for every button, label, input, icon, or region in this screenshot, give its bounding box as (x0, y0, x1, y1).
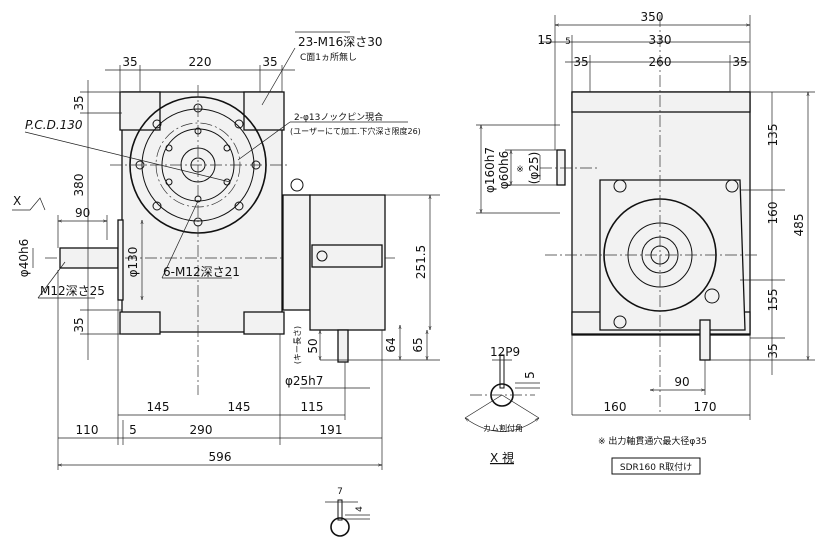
front-dimension-labels: 35 220 35 35 380 35 90 φ40h6 M12深さ25 φ13… (13, 35, 428, 464)
model-label: SDR160 R取付け (620, 462, 692, 473)
front-view: 35 220 35 35 380 35 90 φ40h6 M12深さ25 φ13… (12, 31, 440, 470)
dim-label: 220 (189, 55, 212, 69)
annotation: 6-M12深さ21 (163, 265, 240, 279)
dim-label: (φ25) (527, 152, 541, 185)
dim-label: 35 (72, 317, 86, 332)
side-dimension-labels: 350 15 5 330 35 260 35 135 160 155 35 48… (483, 10, 806, 414)
dim-label: 330 (649, 33, 672, 47)
dim-label: 4 (355, 506, 365, 512)
shaft-keyway-detail: 7 4 (325, 487, 370, 537)
dim-label: 35 (573, 55, 588, 69)
dim-label: 110 (76, 423, 99, 437)
dim-label: 35 (766, 343, 780, 358)
dim-label: 145 (228, 400, 251, 414)
dim-label: 35 (72, 95, 86, 110)
dim-label: 145 (147, 400, 170, 414)
dim-label: 160 (766, 202, 780, 225)
mount-pad-top-right (243, 91, 285, 131)
input-shaft (59, 247, 119, 269)
mount-pad-bottom-right (243, 311, 285, 335)
dim-label: φ25h7 (285, 374, 323, 388)
dim-label: 290 (190, 423, 213, 437)
dim-label: 596 (209, 450, 232, 464)
dim-label: 35 (262, 55, 277, 69)
reducer-adapter (282, 194, 311, 311)
mount-pad-bottom-left (119, 311, 161, 335)
dim-label: 15 (537, 33, 552, 47)
title-box: SDR160 R取付け (611, 457, 701, 475)
view-caption: X 視 (490, 450, 514, 465)
mount-pad-top-left (119, 91, 161, 131)
annotation: C面1ヵ所無し (300, 51, 357, 63)
annotation: (ユーザーにて加工.下穴深さ限度26) (290, 126, 421, 136)
dim-label: 5 (523, 371, 537, 379)
dim-label: 35 (122, 55, 137, 69)
note-text: ※ 出力軸貫通穴最大径φ35 (598, 435, 707, 447)
dim-label: φ130 (126, 247, 140, 278)
dim-label: 170 (694, 400, 717, 414)
annotation: 2-φ13ノックピン現合 (294, 111, 383, 123)
dim-label: 485 (792, 214, 806, 237)
dim-label: φ60h6 (497, 151, 511, 189)
view-arrow-label: X (13, 194, 21, 208)
dim-label: 90 (674, 375, 689, 389)
x-view: 12P9 5 カム割付角 X 視 (465, 345, 540, 465)
dim-label: φ160h7 (483, 147, 497, 193)
dim-label: 7 (337, 487, 343, 497)
output-hub (556, 149, 566, 186)
keyway-dim: 12P9 (490, 345, 520, 359)
dim-label: φ40h6 (17, 239, 31, 277)
dim-label: 155 (766, 289, 780, 312)
dim-label: 115 (301, 400, 324, 414)
dim-label: 191 (320, 423, 343, 437)
angle-label: カム割付角 (483, 423, 523, 433)
dim-label: 35 (732, 55, 747, 69)
dim-label: 90 (75, 206, 90, 220)
dim-label: 160 (604, 400, 627, 414)
annotation: M12深さ25 (40, 284, 105, 298)
dim-label: 64 (384, 337, 398, 352)
dim-label: 260 (649, 55, 672, 69)
output-shaft (337, 329, 349, 363)
annotation: P.C.D.130 (25, 118, 83, 132)
dim-label: 5 (129, 423, 137, 437)
dim-label: 5 (565, 37, 571, 47)
annotation: (キー長さ) (293, 326, 302, 364)
dim-label: 380 (72, 174, 86, 197)
dim-label: 65 (411, 337, 425, 352)
dim-label: 50 (306, 338, 320, 353)
dim-label: 350 (641, 10, 664, 24)
dim-label: ※ (516, 165, 524, 175)
side-view: 350 15 5 330 35 260 35 135 160 155 35 48… (476, 10, 815, 420)
dim-label: 135 (766, 124, 780, 147)
dim-label: 251.5 (414, 245, 428, 279)
annotation: 23-M16深さ30 (298, 35, 383, 49)
